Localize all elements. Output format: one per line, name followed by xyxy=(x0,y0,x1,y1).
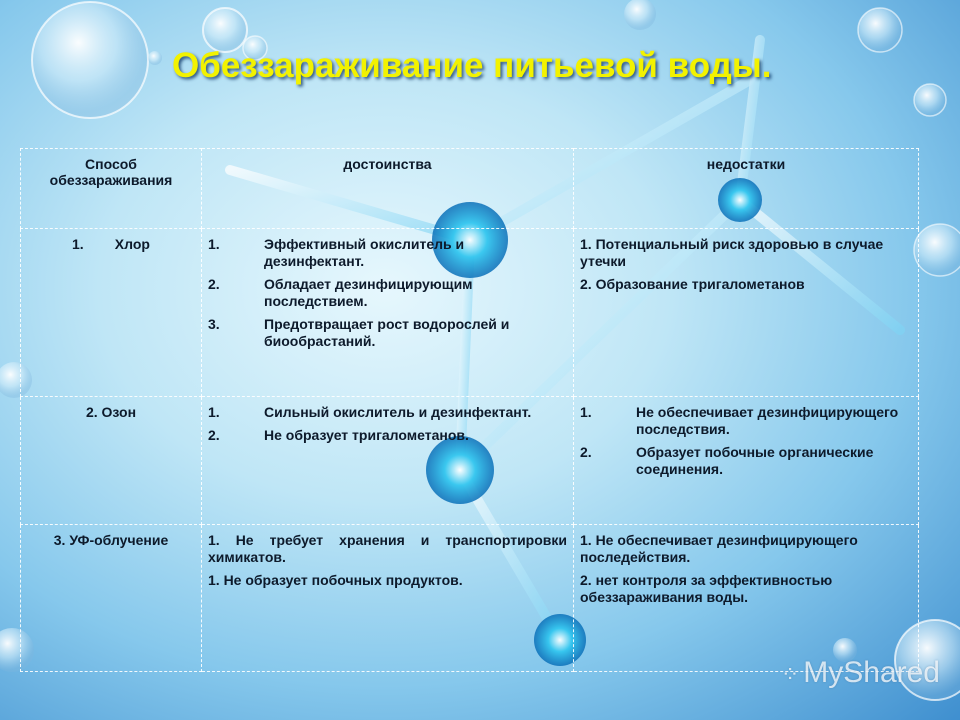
method-cell: 3. УФ-облучение xyxy=(20,524,202,672)
list-item: 1. Не требует хранения и транспортировки… xyxy=(208,532,567,565)
pros-cell: 1.Сильный окислитель и дезинфектант. 2.Н… xyxy=(201,396,574,525)
logo-text: MyShared xyxy=(803,656,940,689)
header-method: Способ обеззараживания xyxy=(20,148,202,229)
list-item: 1. Потенциальный риск здоровью в случае … xyxy=(580,236,884,269)
cons-cell: 1.Не обеспечивает дезинфицирующего после… xyxy=(573,396,919,525)
cons-cell: 1. Не обеспечивает дезинфицирующего посл… xyxy=(573,524,919,672)
pros-cell: 1.Эффективный окислитель и дезинфектант.… xyxy=(201,228,574,397)
slide-title: Обеззараживание питьевой воды. xyxy=(172,46,772,85)
list-item: 2. Образование тригалометанов xyxy=(580,276,805,292)
cons-cell: 1. Потенциальный риск здоровью в случае … xyxy=(573,228,919,397)
table-row: 3. УФ-облучение 1. Не требует хранения и… xyxy=(20,524,919,672)
disinfection-table: Способ обеззараживания достоинства недос… xyxy=(20,148,919,672)
list-item: 3.Предотвращает рост водорослей и биообр… xyxy=(208,316,510,349)
table-row: 1. Хлор 1.Эффективный окислитель и дезин… xyxy=(20,228,919,397)
list-item: 2.Не образует тригалометанов. xyxy=(208,427,469,443)
list-item: 1. Не обеспечивает дезинфицирующего посл… xyxy=(580,532,858,565)
header-pros: достоинства xyxy=(201,148,574,229)
list-item: 2. нет контроля за эффективностью обезза… xyxy=(580,572,833,605)
list-item: 1.Эффективный окислитель и дезинфектант. xyxy=(208,236,465,269)
header-cons: недостатки xyxy=(573,148,919,229)
table-row: 2. Озон 1.Сильный окислитель и дезинфект… xyxy=(20,396,919,525)
list-item: 2.Образует побочные органические соедине… xyxy=(580,444,874,477)
logo-icon: ⁘ xyxy=(780,662,800,687)
list-item: 1.Сильный окислитель и дезинфектант. xyxy=(208,404,532,420)
method-cell: 2. Озон xyxy=(20,396,202,525)
table-header-row: Способ обеззараживания достоинства недос… xyxy=(20,148,919,229)
watermark-logo: ⁘MyShared xyxy=(781,656,940,690)
list-item: 2.Обладает дезинфицирующим последствием. xyxy=(208,276,473,309)
method-cell: 1. Хлор xyxy=(20,228,202,397)
list-item: 1. Не образует побочных продуктов. xyxy=(208,572,463,588)
pros-cell: 1. Не требует хранения и транспортировки… xyxy=(201,524,574,672)
list-item: 1.Не обеспечивает дезинфицирующего после… xyxy=(580,404,899,437)
